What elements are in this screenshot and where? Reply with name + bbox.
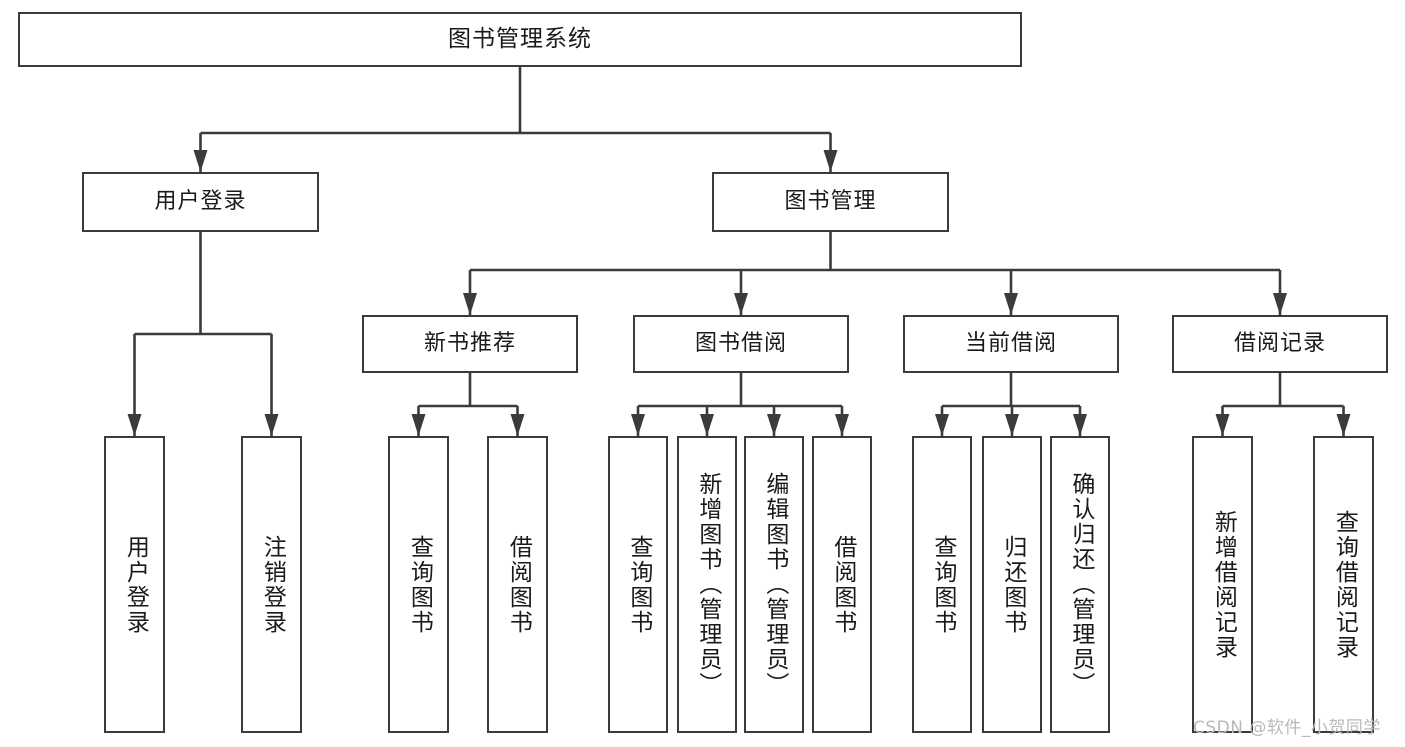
- node-label: 新增图书（管理员）: [694, 472, 721, 697]
- node-current: 当前借阅: [903, 315, 1119, 373]
- node-leaf1: 用户登录: [104, 436, 165, 733]
- node-leaf6: 新增图书（管理员）: [677, 436, 737, 733]
- edge-arrowhead: [935, 414, 949, 436]
- node-label: 借阅记录: [1233, 331, 1326, 357]
- node-label: 查询图书: [625, 534, 652, 635]
- node-label: 借阅图书: [829, 534, 856, 635]
- node-label: 用户登录: [122, 534, 149, 635]
- edge-arrowhead: [734, 293, 748, 315]
- node-leaf9: 查询图书: [912, 436, 972, 733]
- node-leaf7: 编辑图书（管理员）: [744, 436, 804, 733]
- edge-arrowhead: [835, 414, 849, 436]
- node-leaf3: 查询图书: [388, 436, 449, 733]
- node-label: 新书推荐: [423, 331, 516, 357]
- node-label: 用户登录: [154, 189, 247, 215]
- node-borrow: 图书借阅: [633, 315, 849, 373]
- node-label: 新增借阅记录: [1210, 509, 1237, 660]
- edge-arrowhead: [767, 414, 781, 436]
- node-label: 借阅图书: [505, 534, 532, 635]
- node-leaf8: 借阅图书: [812, 436, 872, 733]
- node-leaf11: 确认归还（管理员）: [1050, 436, 1110, 733]
- edge-arrowhead: [264, 414, 279, 436]
- node-login: 用户登录: [82, 172, 319, 232]
- node-leaf5: 查询图书: [608, 436, 668, 733]
- node-root: 图书管理系统: [18, 12, 1022, 67]
- node-records: 借阅记录: [1172, 315, 1388, 373]
- edge-arrowhead: [631, 414, 645, 436]
- node-label: 图书管理: [784, 189, 877, 215]
- edge-arrowhead: [1336, 414, 1351, 436]
- node-newbook: 新书推荐: [362, 315, 578, 373]
- node-label: 查询图书: [406, 534, 433, 635]
- node-label: 查询图书: [929, 534, 956, 635]
- node-bookmgmt: 图书管理: [712, 172, 949, 232]
- edge-arrowhead: [193, 150, 208, 172]
- node-label: 图书管理系统: [448, 25, 592, 52]
- edge-arrowhead: [1004, 293, 1018, 315]
- node-leaf2: 注销登录: [241, 436, 302, 733]
- edge-arrowhead: [1215, 414, 1230, 436]
- edge-arrowhead: [127, 414, 142, 436]
- edge-arrowhead: [510, 414, 525, 436]
- edge-arrowhead: [1073, 414, 1087, 436]
- edge-arrowhead: [700, 414, 714, 436]
- node-leaf4: 借阅图书: [487, 436, 548, 733]
- edge-arrowhead: [411, 414, 426, 436]
- node-label: 当前借阅: [964, 331, 1057, 357]
- edge-arrowhead: [823, 150, 838, 172]
- edge-arrowhead: [463, 293, 477, 315]
- edge-arrowhead: [1273, 293, 1287, 315]
- node-label: 注销登录: [259, 534, 286, 635]
- node-leaf10: 归还图书: [982, 436, 1042, 733]
- edge-arrowhead: [1005, 414, 1019, 436]
- node-label: 确认归还（管理员）: [1067, 472, 1094, 697]
- node-leaf13: 查询借阅记录: [1313, 436, 1374, 733]
- node-label: 归还图书: [999, 534, 1026, 635]
- node-label: 图书借阅: [694, 331, 787, 357]
- node-leaf12: 新增借阅记录: [1192, 436, 1253, 733]
- node-label: 编辑图书（管理员）: [761, 472, 788, 697]
- node-label: 查询借阅记录: [1331, 509, 1358, 660]
